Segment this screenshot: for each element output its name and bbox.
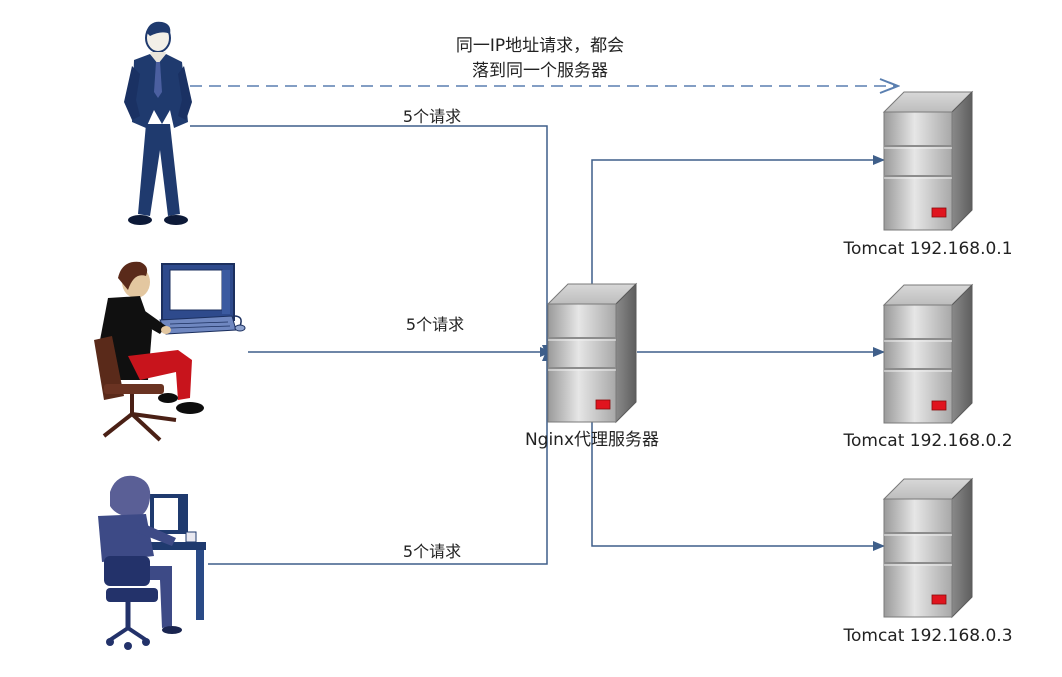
edge-proxy-to-server1 (591, 155, 885, 285)
server-label-3: Tomcat 192.168.0.3 (842, 626, 1012, 646)
server-label-1: Tomcat 192.168.0.1 (842, 239, 1012, 259)
seated-user-icon (98, 475, 206, 650)
standing-user-icon (124, 21, 192, 225)
server-icon-2 (883, 284, 973, 424)
sticky-note-line1: 同一IP地址请求，都会 (456, 36, 624, 56)
edge-label-client3: 5个请求 (403, 542, 461, 561)
server-label-2: Tomcat 192.168.0.2 (842, 431, 1012, 451)
proxy-label: Nginx代理服务器 (525, 430, 659, 450)
edge-client1-to-proxy (190, 125, 552, 357)
proxy-server-icon (547, 283, 637, 423)
server-icon-3 (883, 478, 973, 618)
server-icon-1 (883, 91, 973, 231)
edge-client3-to-proxy (208, 349, 552, 565)
edge-label-client1: 5个请求 (403, 107, 461, 126)
sticky-note-line2: 落到同一个服务器 (472, 61, 608, 81)
edge-proxy-to-server3 (591, 418, 885, 551)
desktop-user-icon (94, 261, 246, 442)
edge-label-client2: 5个请求 (406, 315, 464, 334)
